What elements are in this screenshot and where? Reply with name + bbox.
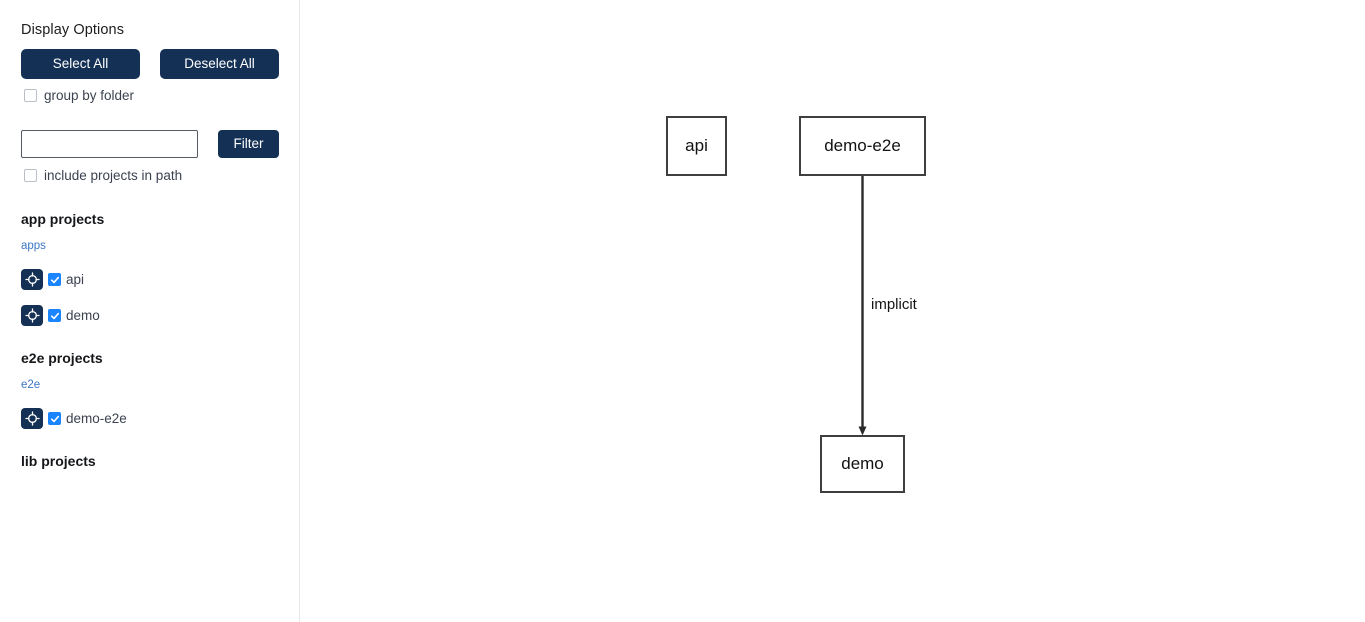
group-by-folder-checkbox[interactable] [24, 89, 37, 102]
project-checkbox-demo[interactable] [48, 309, 61, 322]
dependency-graph-canvas[interactable]: implicit api demo-e2e demo [300, 0, 1365, 622]
include-projects-in-path-label[interactable]: include projects in path [44, 168, 183, 183]
graph-edges [858, 176, 867, 436]
list-item-demo-e2e[interactable]: demo-e2e [21, 408, 127, 429]
select-all-button[interactable]: Select All [21, 49, 140, 79]
graph-node-demo[interactable]: demo [820, 435, 905, 493]
project-name-api[interactable]: api [66, 272, 85, 287]
focus-target-icon[interactable] [21, 269, 43, 290]
folder-label-e2e[interactable]: e2e [21, 379, 41, 391]
section-heading-e2e-projects: e2e projects [21, 350, 103, 366]
filter-input[interactable] [21, 130, 198, 158]
include-projects-in-path-checkbox[interactable] [24, 169, 37, 182]
focus-target-icon[interactable] [21, 408, 43, 429]
project-name-demo-e2e[interactable]: demo-e2e [66, 411, 127, 426]
project-name-demo[interactable]: demo [66, 308, 100, 323]
group-by-folder-row[interactable]: group by folder [24, 88, 134, 103]
graph-node-demo-e2e[interactable]: demo-e2e [799, 116, 926, 176]
section-heading-app-projects: app projects [21, 211, 105, 227]
display-options-sidebar: Display Options Select All Deselect All … [0, 0, 300, 622]
folder-label-apps[interactable]: apps [21, 240, 46, 252]
project-checkbox-api[interactable] [48, 273, 61, 286]
edge-label-implicit: implicit [871, 296, 917, 313]
list-item-api[interactable]: api [21, 269, 84, 290]
group-by-folder-label[interactable]: group by folder [44, 88, 135, 103]
project-checkbox-demo-e2e[interactable] [48, 412, 61, 425]
filter-button[interactable]: Filter [218, 130, 279, 158]
list-item-demo[interactable]: demo [21, 305, 100, 326]
page-title: Display Options [21, 22, 125, 38]
focus-target-icon[interactable] [21, 305, 43, 326]
graph-node-api[interactable]: api [666, 116, 727, 176]
deselect-all-button[interactable]: Deselect All [160, 49, 279, 79]
section-heading-lib-projects: lib projects [21, 453, 96, 469]
include-projects-in-path-row[interactable]: include projects in path [24, 168, 182, 183]
